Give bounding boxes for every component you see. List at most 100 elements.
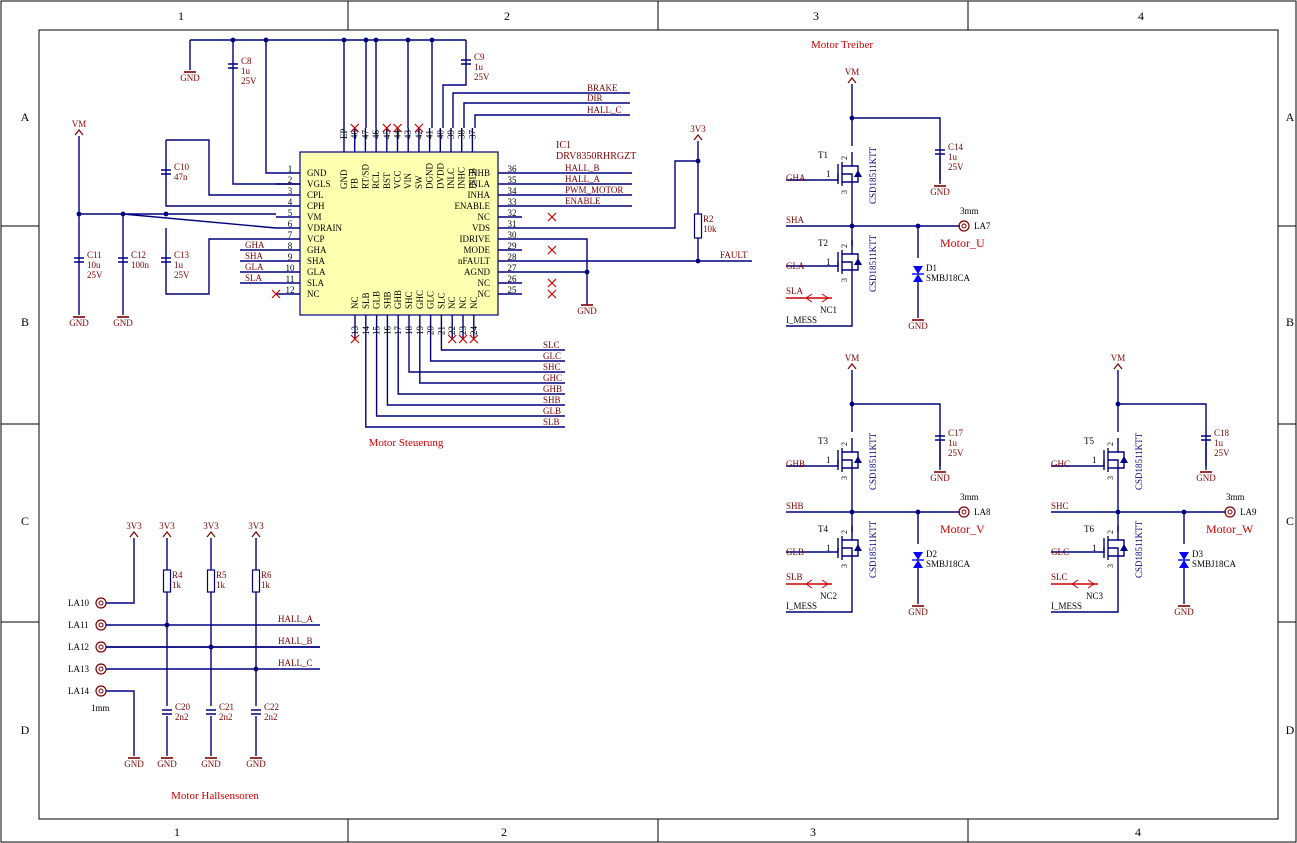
pin-number: 1 xyxy=(826,257,831,267)
pin-name: AGND xyxy=(464,267,490,277)
pin-number: 29 xyxy=(508,241,518,251)
pin-number: 1 xyxy=(826,543,831,553)
pad-ref: LA13 xyxy=(68,664,89,674)
net-label: SHA xyxy=(786,215,805,225)
junction-dot xyxy=(230,37,236,43)
capacitor-voltage: 25V xyxy=(474,72,490,82)
pin-number: 19 xyxy=(415,326,425,336)
pin-number: 3 xyxy=(1106,476,1115,480)
pin-number: 31 xyxy=(508,219,517,229)
no-connect-mark xyxy=(458,334,468,344)
wire xyxy=(386,339,565,406)
pin-name: VM xyxy=(307,212,322,222)
no-connect-mark xyxy=(547,212,557,222)
row-marker: C xyxy=(21,514,29,528)
power-symbol: 3V3 xyxy=(126,521,142,538)
terminal-pad xyxy=(1224,506,1236,518)
wire xyxy=(463,102,630,128)
section-title-control: Motor Steuerung xyxy=(369,437,444,449)
pin-number: 42 xyxy=(414,130,424,139)
pin-number: 3 xyxy=(288,186,293,196)
capacitor-value: 1u xyxy=(474,62,484,72)
pin-name: NC xyxy=(350,296,360,309)
capacitor-ref: C12 xyxy=(131,250,146,260)
wire xyxy=(165,140,276,207)
capacitor-value: 2n2 xyxy=(219,712,233,722)
ground-label: GND xyxy=(157,759,177,769)
ground-label: GND xyxy=(930,473,950,483)
capacitor-value: 2n2 xyxy=(175,712,189,722)
pin-number: 23 xyxy=(458,326,468,336)
net-label: BRAKE xyxy=(587,83,618,93)
wire xyxy=(122,213,277,229)
diode-bottom xyxy=(913,560,923,568)
net-label: I_MESS xyxy=(1051,601,1082,611)
pin-name: NC xyxy=(477,278,490,288)
column-marker: 1 xyxy=(178,9,184,23)
wire xyxy=(786,174,839,181)
capacitor-value: 47n xyxy=(174,172,188,182)
pin-number: 25 xyxy=(508,285,518,295)
net-label: SHB xyxy=(543,395,561,405)
column-marker: 2 xyxy=(504,9,510,23)
mosfet-part: CSD18511KTT xyxy=(868,432,878,490)
pin-number: 2 xyxy=(840,156,849,160)
wire xyxy=(440,339,565,351)
net-label: HALL_C xyxy=(587,105,622,115)
ground-symbol: GND xyxy=(1174,605,1194,617)
pin-number: 3 xyxy=(840,476,849,480)
pin-number: 2 xyxy=(840,244,849,248)
net-label: SHC xyxy=(1051,501,1069,511)
net-label: HALL_A xyxy=(565,174,600,184)
resistor-ref: R4 xyxy=(172,570,183,580)
terminal-pad xyxy=(958,506,970,518)
power-label: VM xyxy=(845,353,860,363)
wire xyxy=(1118,451,1125,469)
ground-symbol: GND xyxy=(124,757,144,769)
row-marker: A xyxy=(21,110,30,124)
ic-ref: IC1 xyxy=(556,140,571,151)
pin-number: 39 xyxy=(446,130,456,140)
junction-dot xyxy=(1115,401,1121,407)
net-label: SLB xyxy=(543,417,560,427)
no-connect-mark xyxy=(350,334,360,344)
capacitor-ref: C11 xyxy=(87,250,102,260)
pin-number: 15 xyxy=(372,326,382,336)
pin-name: NC xyxy=(458,296,468,309)
net-label: SHB xyxy=(786,501,804,511)
net-label: HALL_A xyxy=(278,614,313,624)
capacitor-ref: C20 xyxy=(175,702,191,712)
diode-ref: D2 xyxy=(926,549,937,559)
pin-number: 1 xyxy=(288,164,293,174)
terminal-pad xyxy=(95,663,107,675)
pin-number: 28 xyxy=(508,252,518,262)
ground-symbol: GND xyxy=(201,757,221,769)
resistor-ref: R2 xyxy=(703,214,714,224)
pin-name: INHC xyxy=(457,167,467,189)
wire xyxy=(1108,547,1119,556)
pin-number: 33 xyxy=(508,197,518,207)
pin-number: 12 xyxy=(286,285,295,295)
pad-ref: LA8 xyxy=(974,507,991,517)
no-connect-mark xyxy=(271,289,281,299)
capacitor-value: 1u xyxy=(1214,438,1224,448)
net-label: GLA xyxy=(245,262,264,272)
mosfet-ref: T1 xyxy=(818,150,828,160)
net-label: HALL_B xyxy=(565,163,600,173)
wire xyxy=(232,40,300,185)
pad-size: 3mm xyxy=(960,206,979,216)
power-symbol: VM xyxy=(1111,353,1125,370)
pin-name: GHB xyxy=(393,290,403,309)
pin-number: 3 xyxy=(840,190,849,194)
